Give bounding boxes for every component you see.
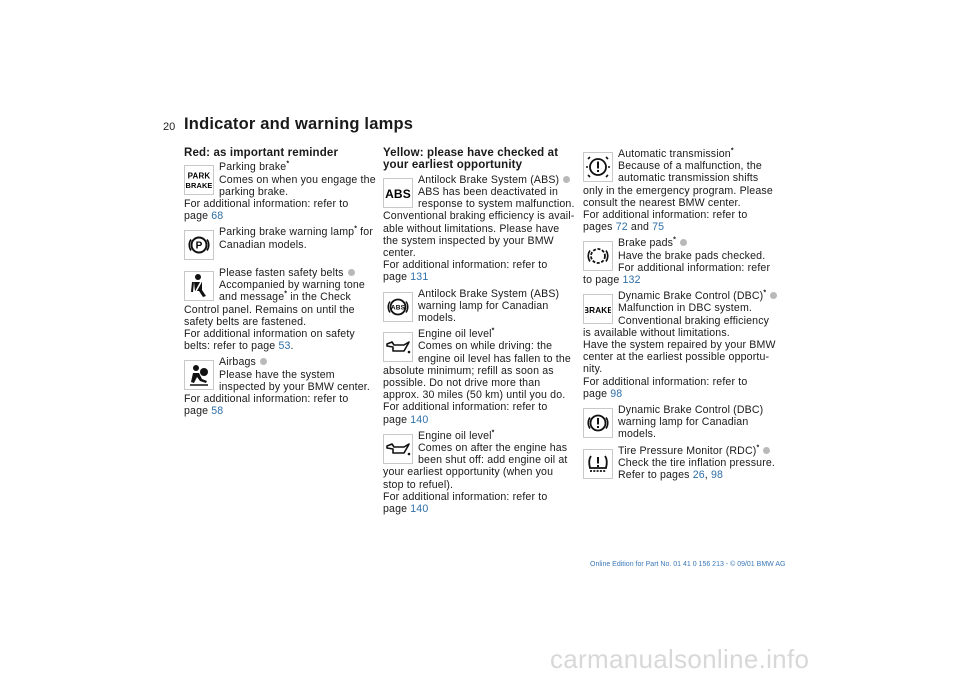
- page-title: Indicator and warning lamps: [184, 115, 414, 133]
- watermark: carmanualsonline.info: [550, 644, 810, 674]
- page-link[interactable]: 132: [622, 274, 641, 287]
- entry-title: Automatic transmission: [618, 148, 731, 160]
- entry-oil-stopped: Engine oil level* Comes on after the eng…: [383, 429, 568, 516]
- airbag-icon: [184, 360, 214, 391]
- entry-brake-pads: Brake pads* Have the brake pads checked.…: [583, 236, 771, 287]
- brake-warning-icon: [583, 408, 613, 439]
- optional-marker: *: [756, 444, 760, 452]
- entry-title: Dynamic Brake Control (DBC): [618, 404, 764, 417]
- entry-airbags: Airbags Please have the system inspected…: [184, 356, 370, 418]
- tire-pressure-icon: [583, 448, 613, 479]
- section-heading-yellow: Yellow: please have checked at your earl…: [383, 147, 559, 172]
- entry-title: Parking brake warning lamp: [219, 226, 355, 239]
- entry-title: Engine oil level: [418, 429, 492, 442]
- page-link[interactable]: 131: [410, 271, 429, 284]
- entry-title: Engine oil level: [418, 328, 492, 341]
- brake-icon-text: BRAKE: [585, 306, 611, 315]
- optional-marker: *: [491, 429, 495, 437]
- yellow-indicator-dot: [763, 446, 771, 454]
- entry-title: Please fasten safety belts: [219, 267, 344, 280]
- page-number: 20: [163, 121, 176, 133]
- page-link[interactable]: 68: [211, 210, 224, 223]
- svg-text:BRAKE: BRAKE: [186, 181, 212, 190]
- oil-can-icon: [383, 433, 413, 464]
- page-link[interactable]: 98: [710, 469, 724, 482]
- brake-text-icon: BRAKE: [583, 294, 613, 325]
- entry-tire-pressure: Tire Pressure Monitor (RDC)* Check the t…: [583, 444, 775, 482]
- park-brake-icon: PARK BRAKE: [184, 165, 214, 196]
- page-link[interactable]: 140: [410, 413, 429, 426]
- optional-marker: *: [284, 290, 288, 298]
- yellow-section: Yellow: please have checked at your earl…: [383, 147, 575, 519]
- page-link[interactable]: 75: [652, 221, 665, 234]
- entry-title: Antilock Brake System (ABS): [418, 287, 560, 300]
- page-link[interactable]: 98: [610, 387, 623, 400]
- entry-seat-belts: Please fasten safety belts Accompanied b…: [184, 267, 365, 353]
- transmission-warning-icon: [583, 152, 613, 182]
- section-heading-red: Red: as important reminder: [184, 147, 339, 159]
- entry-title: Antilock Brake System (ABS): [418, 173, 560, 186]
- abs-circle-icon: ABS: [383, 291, 413, 322]
- abs-circle-icon-text: ABS: [391, 304, 406, 311]
- page-link[interactable]: 140: [410, 503, 429, 516]
- optional-marker: *: [763, 289, 767, 297]
- optional-marker: *: [673, 236, 676, 244]
- entry-transmission: Automatic transmission* Because of a mal…: [583, 147, 773, 234]
- optional-marker: *: [354, 225, 358, 233]
- page-link[interactable]: 26: [692, 469, 705, 482]
- red-indicator-dot: [259, 358, 267, 366]
- svg-text:PARK: PARK: [188, 172, 211, 181]
- optional-marker: *: [730, 147, 734, 155]
- entry-oil-driving: Engine oil level* Comes on while driving…: [383, 327, 571, 426]
- entry-title: Airbags: [219, 356, 256, 369]
- circle-p-icon: P: [184, 230, 214, 261]
- abs-icon-text: ABS: [385, 187, 411, 200]
- yellow-indicator-dot: [770, 292, 778, 300]
- yellow-section-continued: Automatic transmission* Because of a mal…: [583, 147, 778, 485]
- oil-can-icon: [383, 332, 413, 363]
- page-link[interactable]: 53: [278, 340, 291, 353]
- entry-dbc-canada: Dynamic Brake Control (DBC) warning lamp…: [583, 404, 773, 441]
- entry-title: Parking brake: [219, 161, 287, 174]
- footer-edition-note: Online Edition for Part No. 01 41 0 156 …: [590, 561, 786, 568]
- entry-title: Brake pads: [618, 237, 674, 250]
- entry-abs: ABS Antilock Brake System (ABS) ABS has …: [383, 173, 575, 284]
- svg-text:P: P: [196, 241, 203, 252]
- yellow-indicator-dot: [679, 239, 687, 247]
- red-section: Red: as important reminder PARK BRAKE Pa…: [184, 147, 376, 421]
- entry-dbc: BRAKE Dynamic Brake Control (DBC)* Malfu…: [583, 289, 778, 400]
- yellow-indicator-dot: [563, 175, 571, 183]
- page-link[interactable]: 72: [615, 221, 628, 234]
- entry-abs-canada: ABS Antilock Brake System (ABS) warning …: [383, 288, 573, 325]
- optional-marker: *: [286, 160, 290, 168]
- entry-parking-brake: PARK BRAKE Parking brake* Comes on when …: [184, 160, 376, 223]
- entry-title: Dynamic Brake Control (DBC): [618, 290, 764, 303]
- abs-icon: ABS: [383, 177, 413, 208]
- page-link[interactable]: 58: [211, 405, 224, 418]
- entry-parking-lamp-canada: P Parking brake warning lamp* for Canadi…: [184, 226, 374, 263]
- optional-marker: *: [491, 327, 495, 335]
- red-indicator-dot: [347, 269, 355, 277]
- brake-pad-icon: [583, 241, 613, 272]
- entry-title: Tire Pressure Monitor (RDC): [618, 444, 757, 457]
- seat-belt-icon: [184, 271, 214, 302]
